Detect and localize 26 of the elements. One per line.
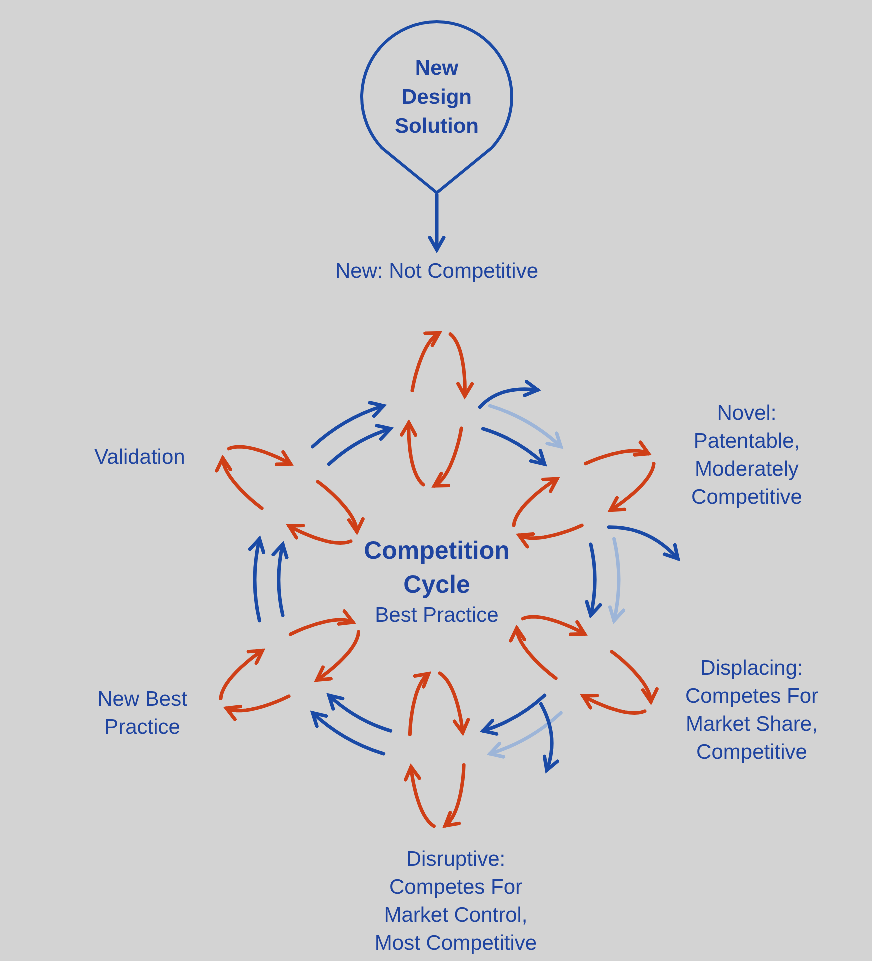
arrow bbox=[311, 402, 386, 449]
stage-label: Novel: Patentable, Moderately Competitive bbox=[690, 401, 804, 511]
center-subtitle: Best Practice bbox=[374, 603, 500, 629]
arrow bbox=[327, 694, 393, 733]
arrow bbox=[488, 711, 563, 758]
arrow bbox=[428, 193, 446, 252]
arrow bbox=[481, 694, 547, 736]
arrow bbox=[481, 427, 547, 466]
arrow bbox=[607, 526, 680, 561]
arrow bbox=[539, 702, 560, 772]
center-title: Competition Cycle bbox=[363, 536, 511, 601]
arrow bbox=[584, 542, 602, 618]
node-label: New Design Solution bbox=[394, 56, 480, 140]
arrow bbox=[248, 537, 266, 623]
arrow bbox=[478, 380, 540, 410]
arrow bbox=[272, 542, 290, 618]
stage-label: Disruptive: Competes For Market Control, Most Competitive bbox=[374, 847, 538, 957]
stage-label: Displacing: Competes For Market Share, Competitive bbox=[684, 656, 820, 766]
arrow bbox=[608, 537, 626, 623]
stage-label: New: Not Competitive bbox=[334, 259, 540, 285]
arrow bbox=[488, 404, 563, 449]
stage-label: New Best Practice bbox=[96, 687, 188, 741]
arrow bbox=[327, 424, 393, 466]
stage-label: Validation bbox=[94, 445, 186, 471]
pin-shape bbox=[360, 20, 514, 195]
arrow bbox=[311, 711, 386, 756]
